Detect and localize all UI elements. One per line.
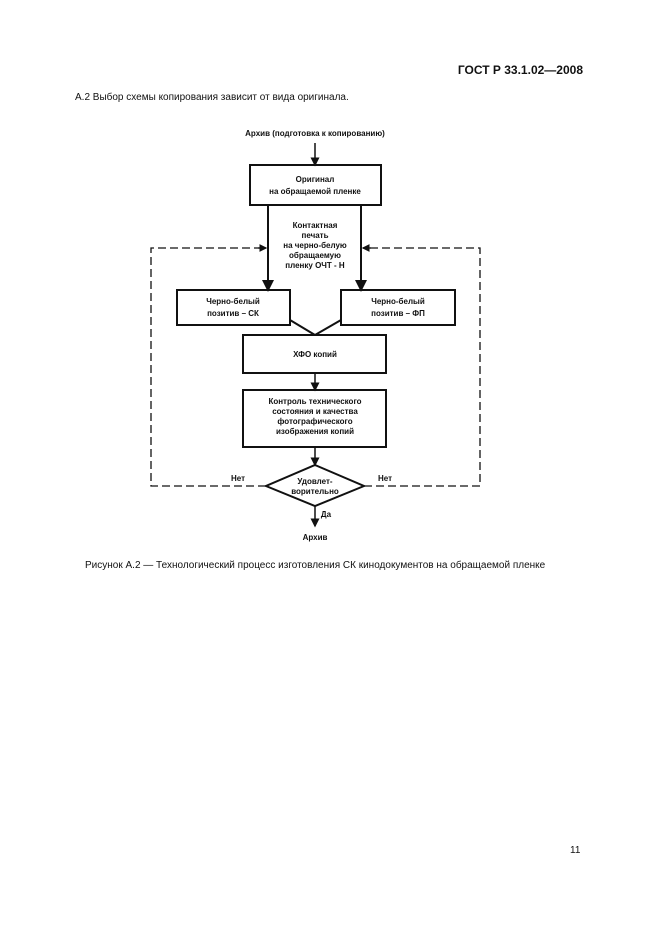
- contact-print-line: печать: [301, 231, 328, 240]
- yes-label: Да: [321, 510, 332, 519]
- end-label: Архив: [303, 533, 328, 542]
- box-control-line: состояния и качества: [272, 407, 358, 416]
- box-sk-line: позитив – СК: [207, 309, 259, 318]
- box-original-line: на обращаемой пленке: [269, 187, 361, 196]
- contact-print-line: Контактная: [293, 221, 338, 230]
- box-control-line: фотографического: [277, 417, 352, 426]
- figure-caption: Рисунок А.2 — Технологический процесс из…: [85, 560, 546, 571]
- page-number: 11: [570, 845, 581, 856]
- box-control-line: Контроль технического: [268, 397, 361, 406]
- box-processing-label: ХФО копий: [293, 350, 337, 359]
- box-original: [249, 164, 382, 206]
- box-positive-sk: [176, 289, 291, 326]
- document-header: ГОСТ Р 33.1.02—2008: [457, 63, 583, 77]
- decision-line: ворительно: [291, 487, 339, 496]
- contact-print-line: пленку ОЧТ - Н: [285, 261, 345, 270]
- contact-print-line: на черно-белую: [283, 241, 347, 250]
- box-sk-line: Черно-белый: [206, 297, 260, 306]
- box-fp-line: позитив – ФП: [371, 309, 425, 318]
- no-label-left: Нет: [231, 474, 245, 483]
- box-positive-fp: [340, 289, 456, 326]
- start-label: Архив (подготовка к копированию): [245, 129, 385, 138]
- no-label-right: Нет: [378, 474, 392, 483]
- feedback-loop-left: [150, 247, 266, 487]
- decision-line: Удовлет-: [297, 477, 332, 486]
- box-control-line: изображения копий: [276, 427, 354, 436]
- intro-paragraph: А.2 Выбор схемы копирования зависит от в…: [75, 92, 349, 103]
- box-original-line: Оригинал: [296, 175, 335, 184]
- feedback-loop-right: [363, 247, 481, 487]
- contact-print-line: обращаемую: [289, 251, 341, 260]
- box-fp-line: Черно-белый: [371, 297, 425, 306]
